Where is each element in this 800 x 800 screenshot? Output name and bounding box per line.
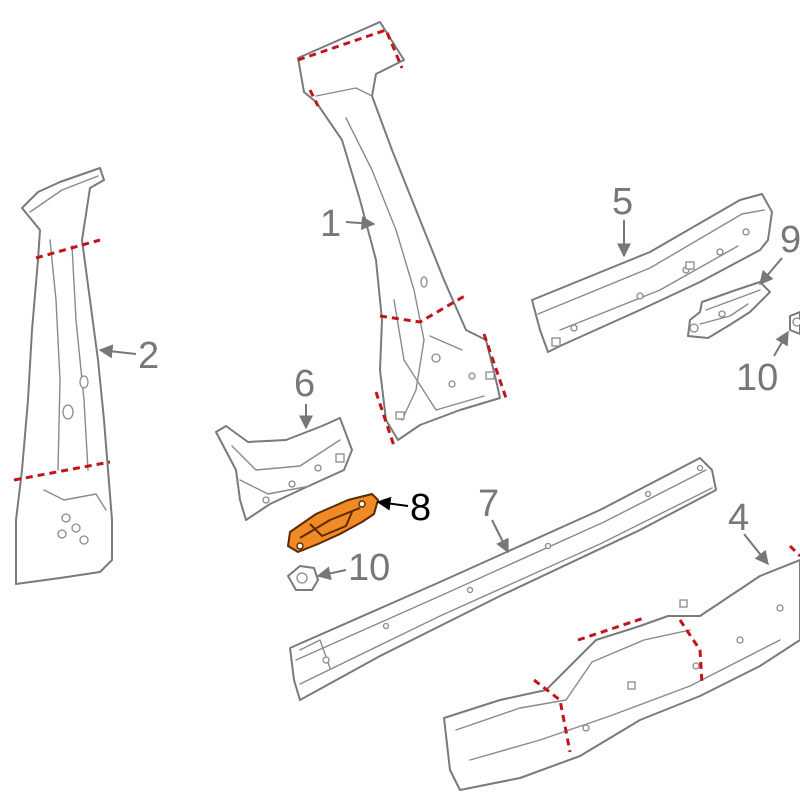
callout-7: 7 — [478, 483, 499, 525]
leader-4 — [743, 533, 769, 566]
callout-9: 9 — [780, 219, 800, 261]
leader-9 — [759, 257, 783, 286]
part-8-bracket-highlighted — [287, 493, 379, 553]
leader-2 — [98, 344, 137, 359]
part-10-washer-center — [287, 565, 319, 591]
callout-4: 4 — [728, 497, 749, 539]
callout-10-center: 10 — [348, 547, 390, 589]
leader-7 — [491, 519, 509, 554]
callout-8: 8 — [410, 487, 431, 529]
callout-5: 5 — [612, 181, 633, 223]
callout-6: 6 — [294, 363, 315, 405]
part-1-pillar — [297, 21, 508, 447]
part-10-nut-right — [789, 311, 800, 335]
leader-10-right — [773, 330, 789, 357]
leader-1 — [345, 216, 376, 231]
part-7-rocker — [289, 457, 717, 701]
part-5-rail — [531, 193, 773, 353]
part-9-bracket — [687, 281, 771, 339]
part-6-panel — [215, 417, 353, 521]
leader-8 — [376, 496, 409, 511]
callout-2: 2 — [138, 335, 159, 377]
part-2-pillar — [13, 167, 113, 585]
leader-10-center — [316, 566, 347, 581]
callout-10-right: 10 — [736, 357, 778, 399]
callout-1: 1 — [320, 203, 341, 245]
part-4-rocker-lower — [443, 544, 800, 791]
